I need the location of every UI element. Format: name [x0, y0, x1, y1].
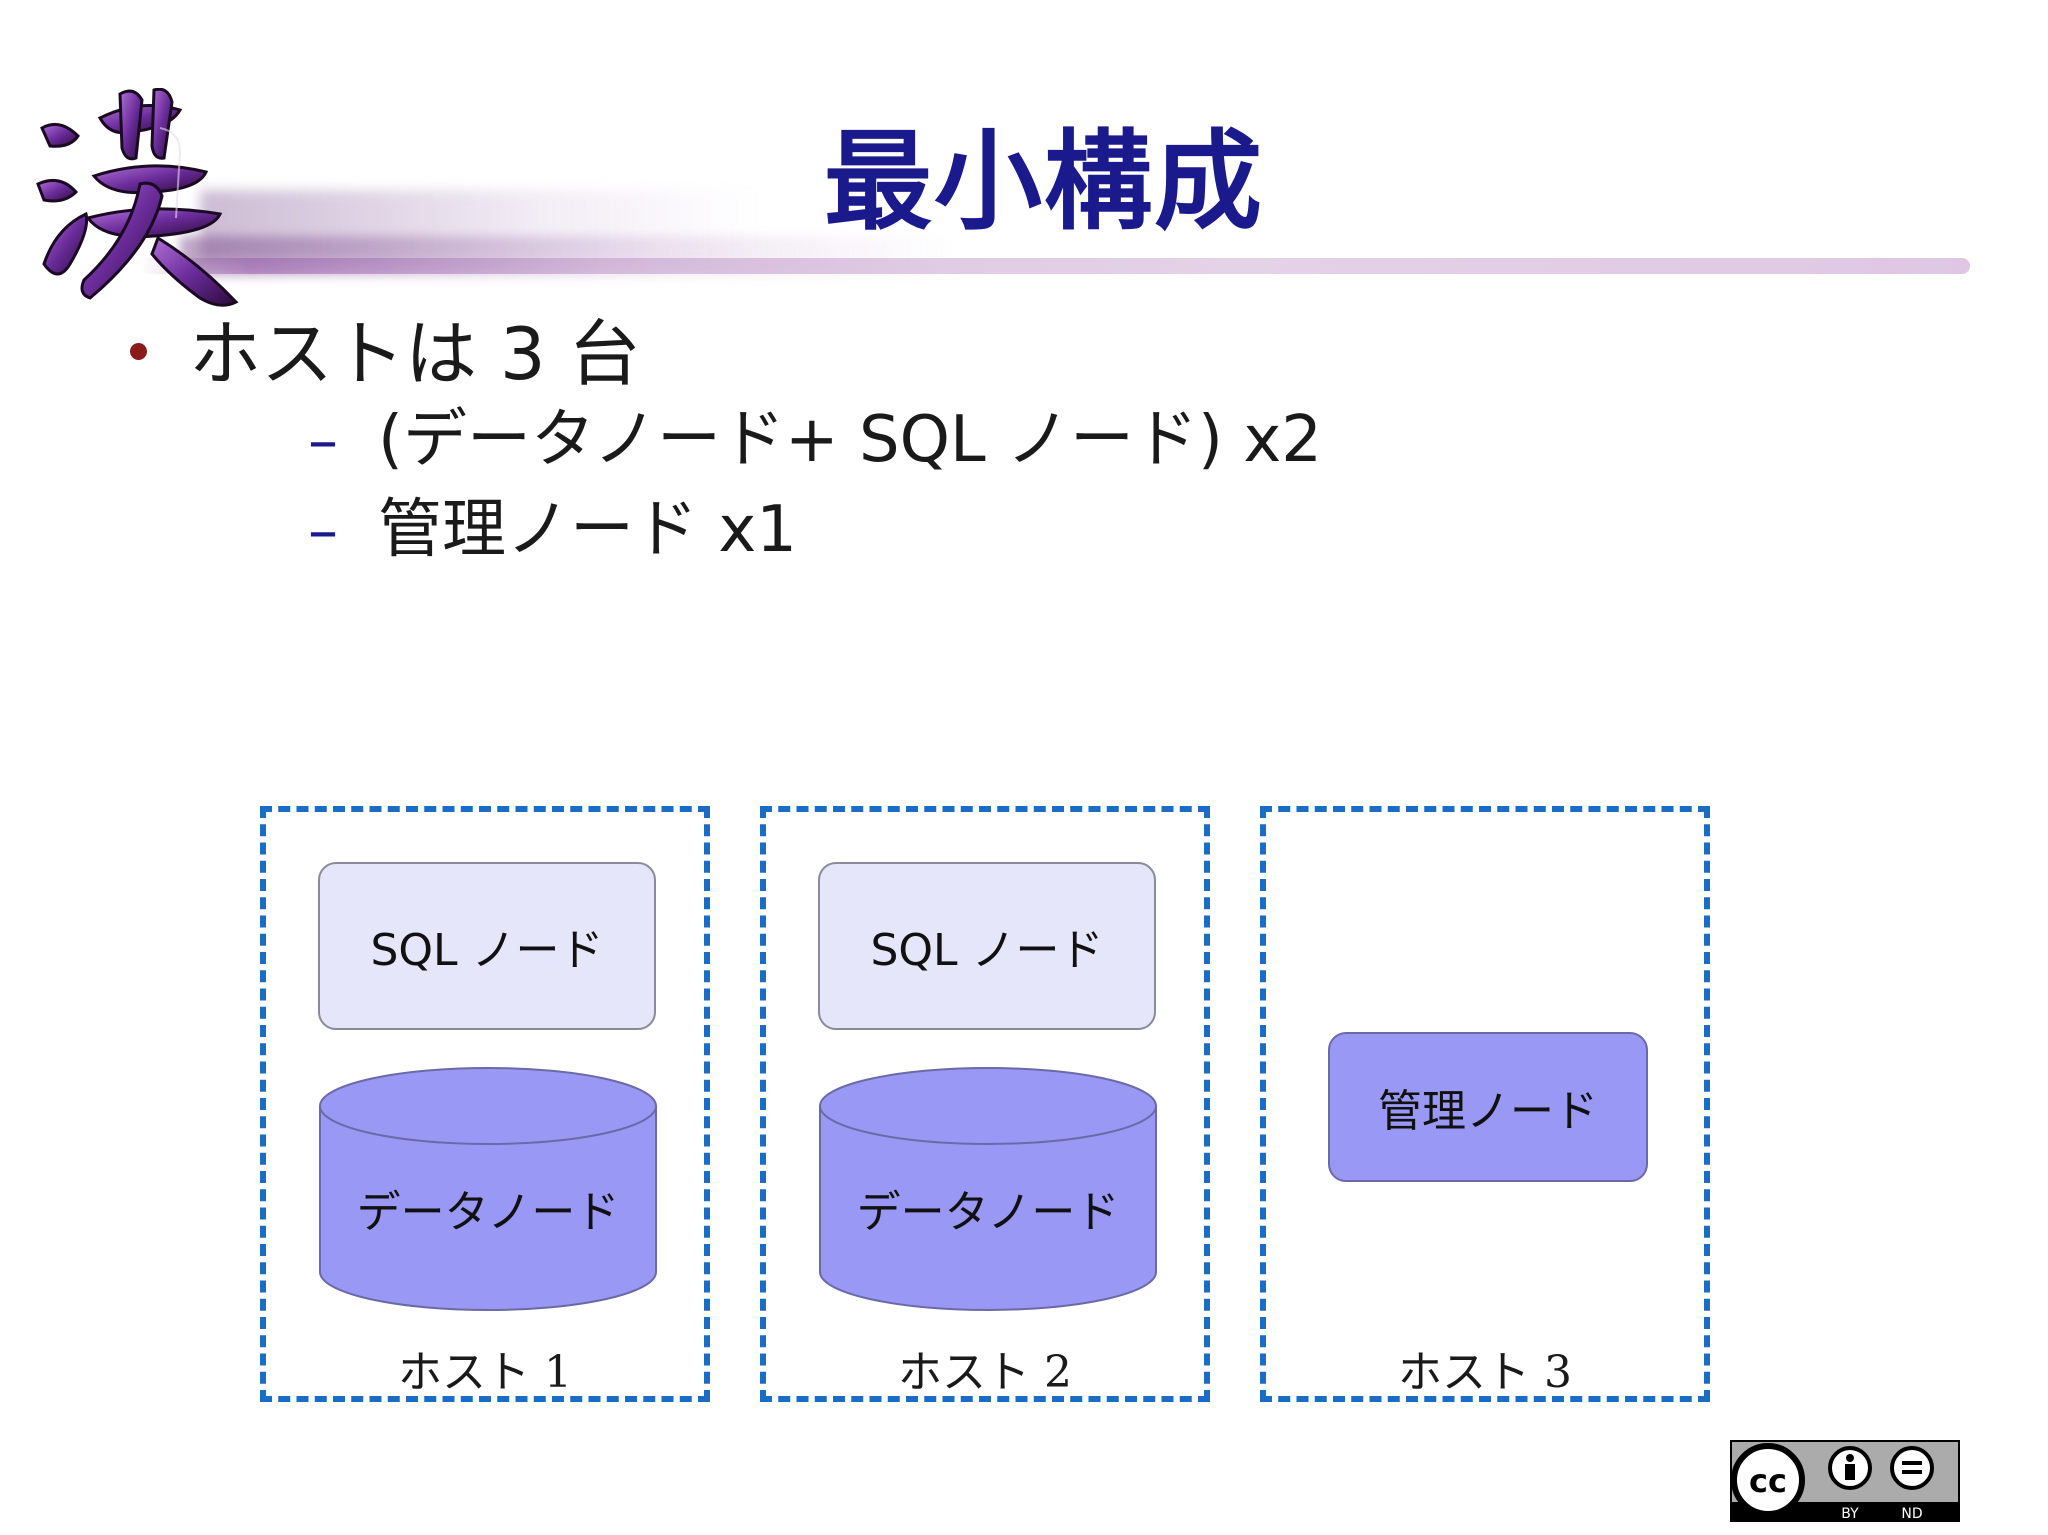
data-node-label-host-2: データノード [856, 1187, 1120, 1238]
data-node-cylinder-host-1 [319, 1067, 657, 1311]
host-2-label: ホスト 2 [898, 1347, 1072, 1398]
host-2-box [760, 806, 1210, 1402]
host-3-box [1260, 806, 1710, 1402]
sub-bullet-1: –(データノード+ SQL ノード) x2 [308, 388, 1322, 480]
header-streak-shadow [200, 190, 760, 260]
cc-icon [1731, 1443, 1805, 1517]
kanji-brush-logo [36, 88, 239, 307]
host-1-box [260, 806, 710, 1402]
bullet-hosts: ホストは 3 台 [130, 295, 641, 400]
sql-node-host-1: SQL ノード [318, 862, 656, 1030]
sub-bullet-text: (データノード+ SQL ノード) x2 [378, 403, 1322, 477]
license-by-text: BY [1841, 1506, 1859, 1522]
data-node-label-host-1: データノード [356, 1187, 620, 1238]
dash-icon: – [308, 406, 338, 476]
dash-icon: – [308, 496, 338, 566]
svg-text:cc: cc [1749, 1462, 1787, 1500]
header-streak [140, 258, 1970, 274]
sql-node-host-2: SQL ノード [818, 862, 1156, 1030]
host-3-label: ホスト 3 [1398, 1347, 1572, 1398]
bullet-dot-icon [130, 342, 147, 360]
slide-title: 最小構成 [823, 120, 1264, 245]
license-nd-text: ND [1901, 1506, 1922, 1522]
creative-commons-by-nd-badge: cc BY ND [1730, 1440, 1960, 1522]
sub-bullet-2: –管理ノード x1 [308, 478, 797, 570]
no-derivatives-equals-icon [1890, 1446, 1934, 1490]
sub-bullet-text: 管理ノード x1 [378, 493, 797, 567]
bullet-text: ホストは 3 台 [189, 312, 641, 396]
host-1-label: ホスト 1 [398, 1347, 572, 1398]
management-node-host-3: 管理ノード [1328, 1032, 1648, 1182]
data-node-cylinder-host-2 [819, 1067, 1157, 1311]
